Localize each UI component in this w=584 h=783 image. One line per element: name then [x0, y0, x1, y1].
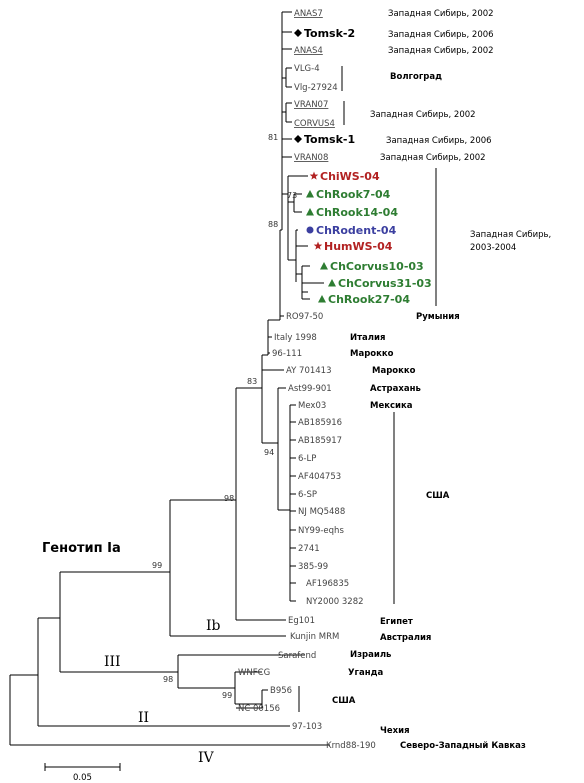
- region-anas4: Западная Сибирь, 2002: [388, 46, 494, 56]
- tip-anas4: ANAS4: [294, 46, 323, 56]
- tip-kunjin: Kunjin MRM: [290, 632, 339, 642]
- tip-sarafend: Sarafend: [278, 651, 316, 661]
- bootstrap-values: 81 73 88 83 94 98 99 98 99: [152, 133, 297, 700]
- region-labels: Западная Сибирь, 2002 Западная Сибирь, 2…: [332, 9, 551, 751]
- tip-ro97: RO97-50: [286, 312, 323, 322]
- region-israel: Израиль: [350, 650, 391, 660]
- tip-tomsk1: Tomsk-1: [304, 133, 355, 146]
- bootstrap-98a: 98: [224, 494, 234, 503]
- star-marker-icon: [313, 241, 323, 250]
- triangle-marker-icon: [328, 279, 336, 287]
- region-vran08: Западная Сибирь, 2002: [380, 153, 486, 163]
- tip-nc00156: NC 00156: [238, 704, 280, 714]
- region-astrakhan: Астрахань: [370, 384, 421, 394]
- triangle-marker-icon: [306, 208, 314, 216]
- region-morocco2: Марокко: [372, 366, 416, 376]
- tip-vran07: VRAN07: [294, 100, 328, 110]
- tip-krnd88: Krnd88-190: [326, 741, 376, 751]
- tip-ny99: NY99-eqhs: [298, 526, 344, 536]
- region-usa1: США: [426, 491, 450, 501]
- tip-wnfcg: WNFCG: [238, 668, 270, 678]
- bootstrap-83: 83: [247, 377, 257, 386]
- tip-af196835: AF196835: [306, 579, 349, 589]
- tip-ab185916: AB185916: [298, 418, 342, 428]
- tip-eg101: Eg101: [288, 616, 315, 626]
- bootstrap-99b: 99: [222, 691, 232, 700]
- region-wsib-line1: Западная Сибирь,: [470, 230, 551, 240]
- region-vran-corvus: Западная Сибирь, 2002: [370, 110, 476, 120]
- genotype-iv: IV: [198, 750, 215, 766]
- region-morocco1: Марокко: [350, 349, 394, 359]
- tip-b956: B956: [270, 686, 292, 696]
- tip-tomsk2: Tomsk-2: [304, 27, 355, 40]
- star-marker-icon: [309, 171, 319, 180]
- tip-ast99: Ast99-901: [288, 384, 332, 394]
- bootstrap-81: 81: [268, 133, 278, 142]
- genotype-labels: Генотип Ia Ib III II IV: [42, 541, 221, 766]
- tip-corvus4: CORVUS4: [294, 119, 335, 129]
- tree-branches: [9, 11, 437, 771]
- tip-markers: [294, 29, 336, 303]
- tip-ny2000: NY2000 3282: [306, 597, 364, 607]
- tip-vlg4: VLG-4: [294, 64, 320, 74]
- tip-vlg27924: Vlg-27924: [294, 83, 338, 93]
- tip-ay701413: AY 701413: [286, 366, 332, 376]
- bootstrap-73: 73: [287, 191, 297, 200]
- genotype-ib: Ib: [206, 618, 221, 634]
- tip-chiws04: ChiWS-04: [320, 170, 380, 183]
- tip-vran08: VRAN08: [294, 153, 328, 163]
- diamond-marker-icon: [294, 29, 302, 37]
- circle-marker-icon: [306, 226, 314, 234]
- region-italy: Италия: [350, 333, 385, 343]
- genotype-iii: III: [104, 654, 121, 670]
- region-romania: Румыния: [416, 312, 460, 322]
- region-egypt: Египет: [380, 617, 413, 627]
- scale-bar-label: 0.05: [73, 773, 92, 783]
- region-czech: Чехия: [380, 726, 410, 736]
- genotype-ii: II: [138, 710, 149, 726]
- tip-96-111: 96-111: [272, 349, 302, 359]
- tip-njmq5488: NJ MQ5488: [298, 507, 345, 517]
- region-usa2: США: [332, 696, 356, 706]
- tip-af404753: AF404753: [298, 472, 341, 482]
- region-tomsk2: Западная Сибирь, 2006: [388, 30, 494, 40]
- tip-6lp: 6-LP: [298, 454, 316, 464]
- tip-italy: Italy 1998: [274, 333, 317, 343]
- tip-chrodent: ChRodent-04: [316, 224, 397, 237]
- tip-chcorvus31: ChCorvus31-03: [338, 277, 432, 290]
- region-uganda: Уганда: [348, 668, 383, 678]
- tip-chrook27: ChRook27-04: [328, 293, 410, 306]
- tip-chcorvus10: ChCorvus10-03: [330, 260, 424, 273]
- tip-humws04: HumWS-04: [324, 240, 393, 253]
- triangle-marker-icon: [306, 190, 314, 198]
- triangle-marker-icon: [320, 262, 328, 270]
- region-nw-caucasus: Северо-Западный Кавказ: [400, 741, 526, 751]
- bootstrap-99a: 99: [152, 561, 162, 570]
- diamond-marker-icon: [294, 135, 302, 143]
- tip-2741: 2741: [298, 544, 320, 554]
- tip-anas7: ANAS7: [294, 9, 323, 19]
- region-mexico: Мексика: [370, 401, 413, 411]
- tip-labels: ANAS7 Tomsk-2 ANAS4 VLG-4 Vlg-27924 VRAN…: [238, 9, 432, 751]
- triangle-marker-icon: [318, 295, 326, 303]
- tip-6sp: 6-SP: [298, 490, 317, 500]
- region-tomsk1: Западная Сибирь, 2006: [386, 136, 492, 146]
- tip-97-103: 97-103: [292, 722, 322, 732]
- tip-chrook7: ChRook7-04: [316, 188, 391, 201]
- bootstrap-88: 88: [268, 220, 278, 229]
- bootstrap-94: 94: [264, 448, 274, 457]
- region-anas7: Западная Сибирь, 2002: [388, 9, 494, 19]
- tip-ab185917: AB185917: [298, 436, 342, 446]
- region-wsib-line2: 2003-2004: [470, 243, 516, 253]
- tip-chrook14: ChRook14-04: [316, 206, 398, 219]
- genotype-ia: Генотип Ia: [42, 541, 121, 556]
- tip-385-99: 385-99: [298, 562, 328, 572]
- region-volgograd: Волгоград: [390, 72, 442, 82]
- region-australia: Австралия: [380, 633, 431, 643]
- bootstrap-98b: 98: [163, 675, 173, 684]
- tip-mex03: Mex03: [298, 401, 326, 411]
